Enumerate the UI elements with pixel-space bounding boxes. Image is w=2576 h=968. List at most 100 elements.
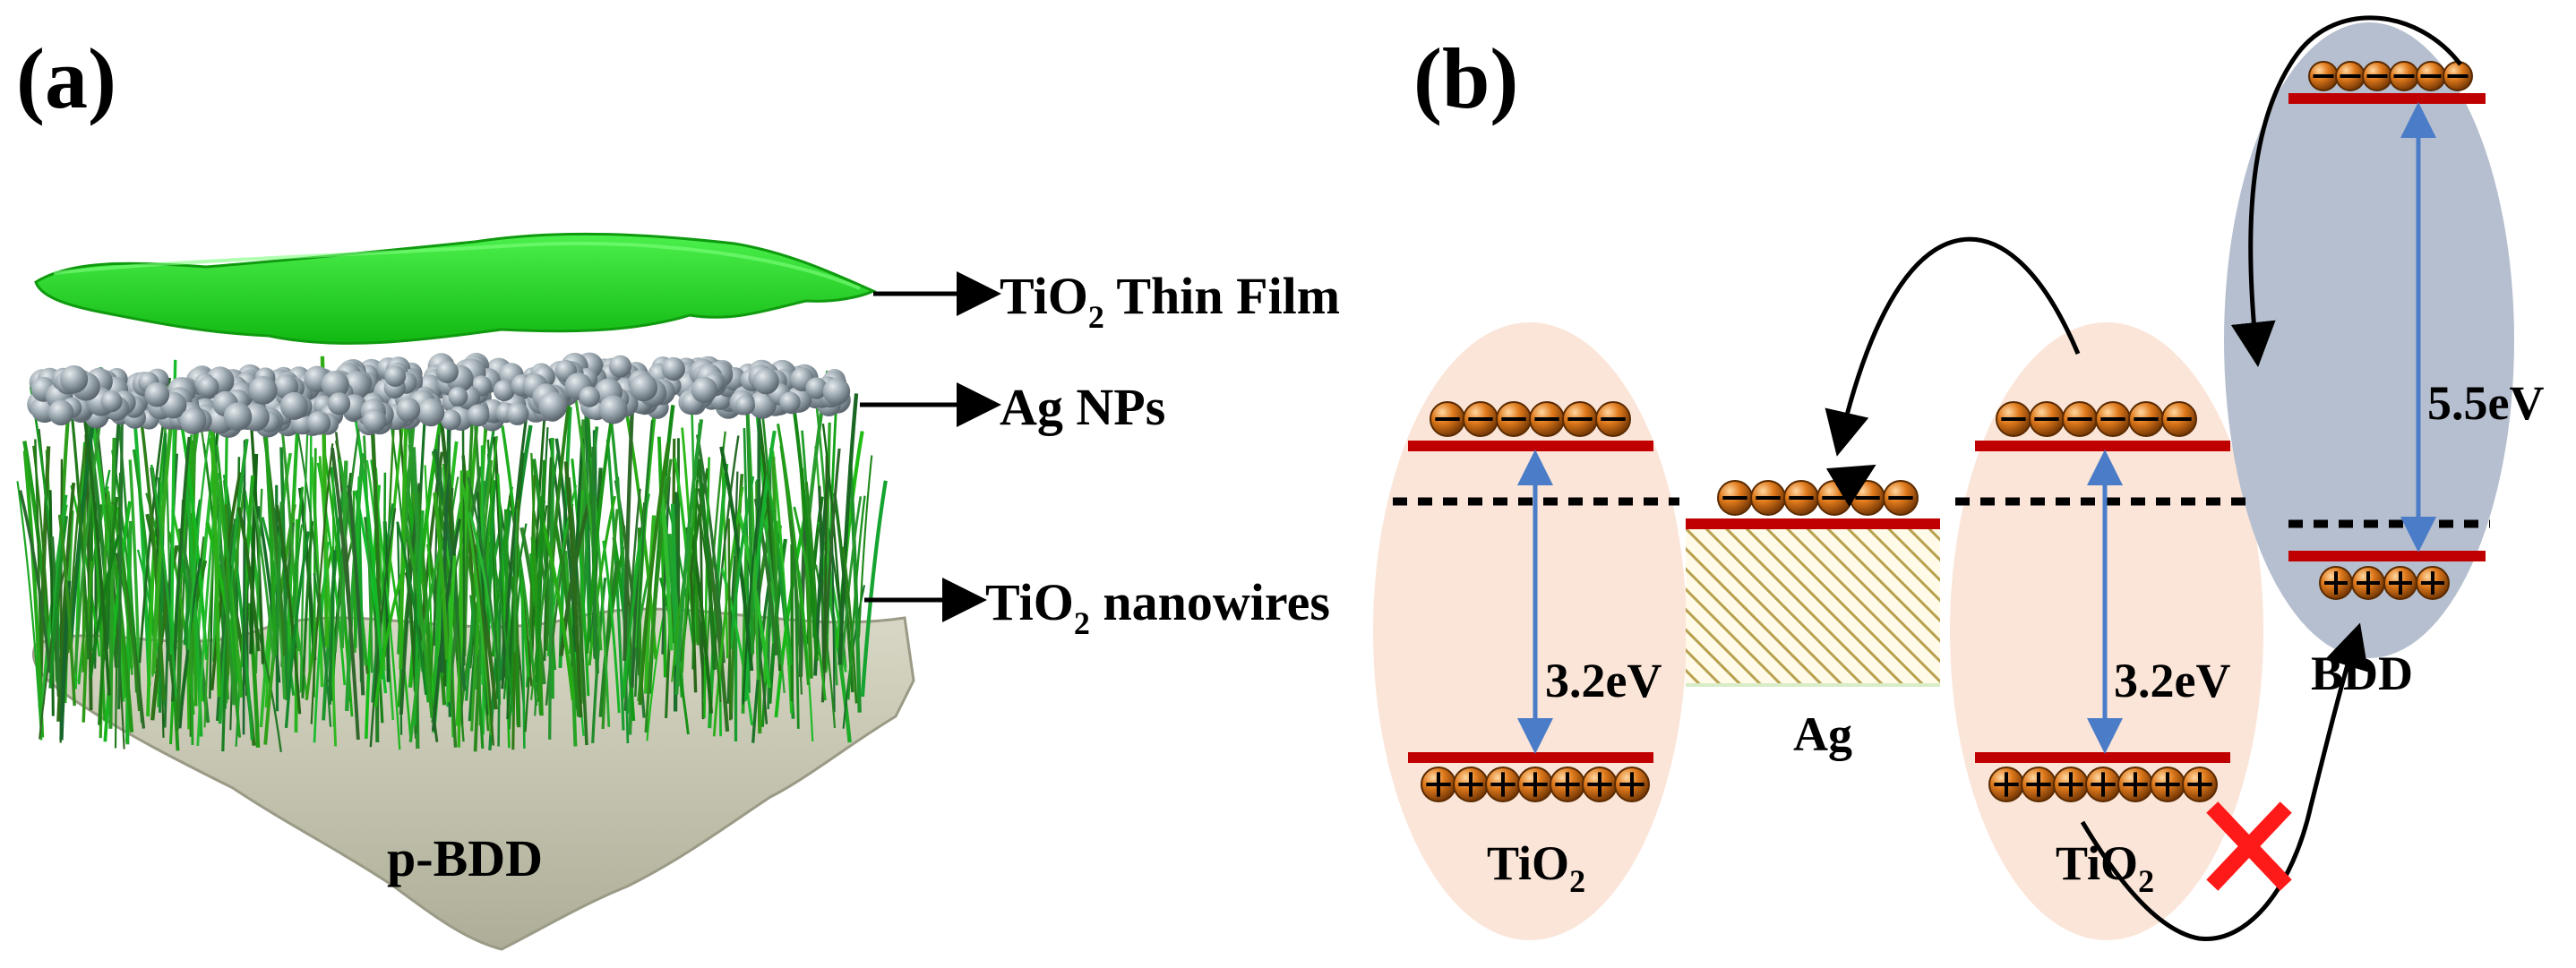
electron	[2095, 401, 2131, 437]
panel-a: (a) TiO2 Thin Film Ag NPs TiO2 nanowires…	[16, 30, 1340, 951]
nanowire	[275, 501, 284, 653]
ag-nanoparticle	[822, 378, 851, 406]
ag-nanoparticle	[306, 411, 331, 435]
nanowire	[598, 560, 620, 717]
tio2-thin-film	[34, 232, 877, 345]
electron	[1529, 401, 1565, 437]
ag-nanoparticle	[60, 365, 89, 394]
nanowire	[588, 495, 617, 666]
nanowire	[591, 446, 597, 657]
ag-label: Ag	[1793, 707, 1852, 761]
bdd-region	[2224, 22, 2514, 658]
nanowire	[501, 406, 529, 690]
electron	[2443, 61, 2473, 91]
nanowire	[703, 457, 710, 719]
ag-nanoparticle	[362, 408, 387, 433]
hole	[1550, 767, 1585, 802]
nanowire	[789, 390, 819, 662]
tio2-left-label: TiO2	[1487, 836, 1585, 899]
hole	[2416, 566, 2450, 600]
panel-b: (b)	[1373, 15, 2544, 941]
ag-nanoparticle	[579, 386, 600, 407]
tio2-right-label: TiO2	[2056, 836, 2154, 899]
hole	[1582, 767, 1618, 802]
hole	[2085, 767, 2121, 802]
nanowire	[446, 555, 457, 703]
nanowire	[218, 438, 249, 724]
electron	[2308, 61, 2339, 91]
ag-nanoparticle	[223, 402, 253, 432]
nanowire	[330, 447, 360, 741]
p-bdd-label: p-BDD	[387, 829, 543, 887]
electron	[2416, 61, 2446, 91]
nanowire	[275, 504, 302, 715]
nanowire	[108, 437, 116, 729]
nanowire	[369, 508, 397, 748]
tio2-nanowires	[16, 356, 888, 752]
nanowire	[103, 501, 132, 742]
nanowire	[742, 508, 760, 705]
nanowire	[158, 433, 167, 713]
nanowire	[831, 538, 836, 713]
hole	[2319, 566, 2353, 600]
ag-nanoparticle	[416, 398, 445, 426]
nanowire	[721, 462, 729, 659]
ag-nanoparticle	[609, 355, 631, 378]
hole	[2150, 767, 2185, 802]
electron	[1996, 401, 2031, 437]
hole-transfer-arrow	[2080, 622, 2369, 941]
ag-nanoparticle	[661, 356, 686, 381]
nanowire	[236, 507, 261, 652]
nanowire	[374, 467, 386, 672]
ag-small-arrow	[1825, 464, 1876, 508]
nanowire	[602, 540, 621, 714]
nanowire	[396, 521, 428, 696]
electron	[2062, 401, 2098, 437]
nanowire	[310, 457, 324, 688]
nanowire	[457, 470, 464, 748]
nanowire	[798, 510, 808, 677]
nanowire	[840, 496, 863, 671]
ag-nanoparticle	[691, 376, 718, 404]
nanowire	[404, 523, 434, 718]
nanowire	[73, 415, 103, 674]
nanowire	[57, 514, 76, 707]
hole	[2053, 767, 2089, 802]
hole	[2182, 767, 2218, 802]
nanowire	[133, 421, 151, 687]
nanowire	[301, 520, 314, 698]
ag-nanoparticle	[538, 391, 568, 421]
nanowire	[318, 456, 338, 747]
nanowire	[695, 434, 726, 664]
hole	[1614, 767, 1650, 802]
ag-nanoparticle	[735, 395, 755, 415]
nanowire	[674, 419, 704, 696]
nanowire	[139, 415, 166, 701]
nanowire	[540, 520, 575, 701]
nanowire	[467, 476, 500, 669]
hole	[1517, 767, 1553, 802]
ag-nanoparticle	[779, 391, 801, 414]
nanowire	[471, 537, 494, 746]
nanowire	[688, 527, 714, 714]
bdd-gap-label: 5.5eV	[2427, 376, 2544, 430]
nanowire	[374, 559, 408, 707]
electron	[1816, 480, 1852, 516]
nanowire	[497, 516, 503, 747]
ag-nanoparticle	[598, 395, 628, 424]
nanowire	[644, 458, 673, 733]
nanowire	[242, 440, 246, 735]
nanowire	[558, 407, 572, 668]
nanowire	[837, 393, 859, 665]
nanowire	[117, 418, 124, 710]
nanowire	[433, 492, 450, 660]
nanowire	[18, 490, 52, 673]
nanowire	[461, 395, 466, 666]
ag-nanoparticle	[805, 377, 828, 399]
electron	[1463, 401, 1498, 437]
ag-nanoparticle	[328, 392, 351, 415]
electron	[2335, 61, 2366, 91]
nanowire	[215, 444, 241, 736]
ag-nanoparticle	[435, 360, 459, 383]
ag-nanoparticle	[384, 365, 407, 387]
